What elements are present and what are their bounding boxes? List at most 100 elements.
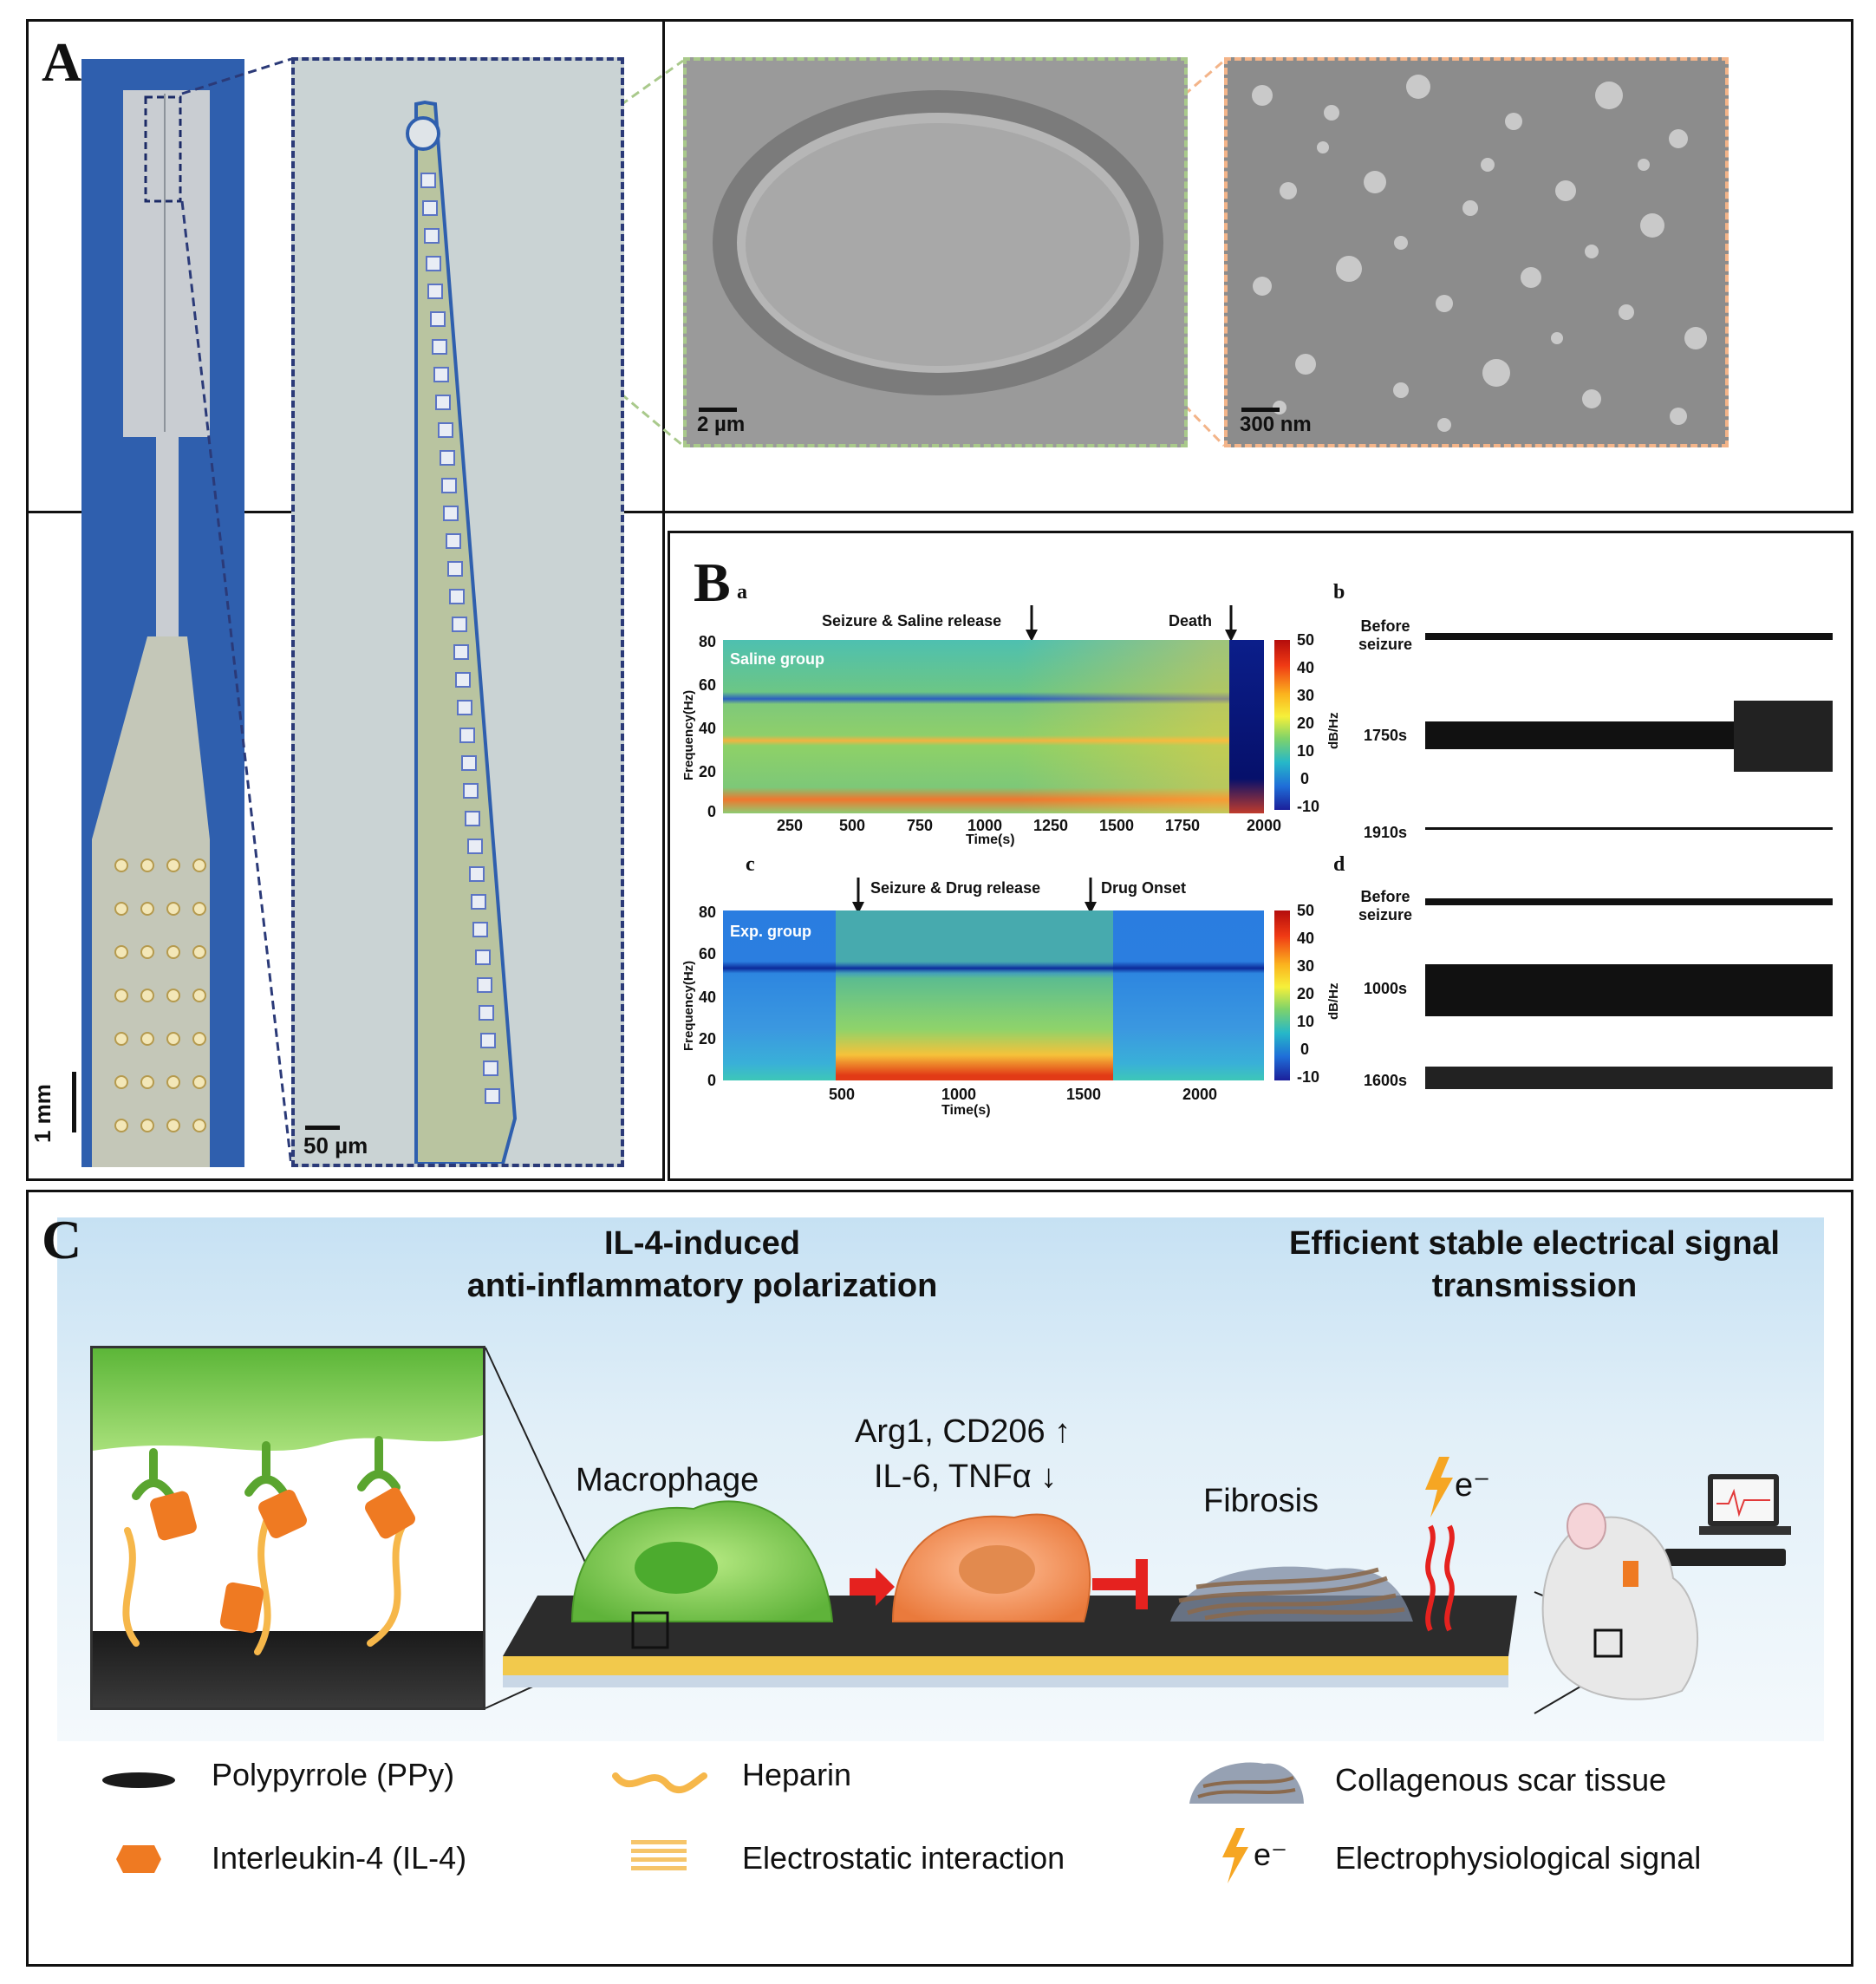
- sem-nano-drawing: [1252, 75, 1707, 432]
- top-xtick-500: 500: [839, 817, 866, 834]
- sem-electrode-drawing: [713, 90, 1163, 395]
- sem-electrode-frame: [683, 57, 1188, 447]
- bottom-xtick-1000: 1000: [941, 1086, 977, 1103]
- trace-d1-label: Before seizure: [1358, 888, 1413, 923]
- top-spectrogram: [723, 640, 1264, 813]
- scale-bar-50um: [305, 1126, 340, 1130]
- bottom-spec-xticks: 500 1000 1500 2000: [723, 1086, 1278, 1106]
- top-ytick-60: 60: [698, 676, 716, 694]
- top-xtick-1500: 1500: [1099, 817, 1135, 834]
- top-spec-group: Saline group: [730, 650, 825, 668]
- legend-ppy-swatch: [102, 1772, 175, 1788]
- electron-label-main: e⁻: [1455, 1467, 1491, 1504]
- bottom-ctick-minus10: -10: [1297, 1068, 1320, 1086]
- shank-drawing: [406, 100, 518, 1165]
- top-ytick-80: 80: [698, 633, 716, 650]
- legend-signal-symbol: e⁻: [1254, 1837, 1288, 1872]
- bottom-ytick-0: 0: [707, 1072, 716, 1089]
- top-ctick-minus10: -10: [1297, 798, 1320, 815]
- panel-b-sub-b: b: [1333, 581, 1345, 604]
- bottom-colorbar: [1274, 910, 1290, 1080]
- scale-bar-1mm: [72, 1072, 76, 1132]
- bottom-xtick-500: 500: [829, 1086, 856, 1103]
- legend-scar-swatch: [1189, 1762, 1304, 1804]
- macrophage-label: Macrophage: [576, 1462, 759, 1498]
- title-left-line1: IL-4-induced: [604, 1225, 800, 1262]
- polarization-arrow-icon: [850, 1568, 895, 1606]
- fibrosis-label: Fibrosis: [1203, 1483, 1319, 1519]
- bottom-spectrogram: [723, 910, 1264, 1080]
- title-right-line1: Efficient stable electrical signal: [1289, 1225, 1780, 1262]
- trace-d3-label: 1600s: [1363, 1072, 1408, 1089]
- top-colorbar: [1274, 640, 1290, 810]
- top-ytick-0: 0: [707, 803, 716, 820]
- scale-label-300nm: 300 nm: [1240, 413, 1312, 436]
- title-left-line2: anti-inflammatory polarization: [466, 1268, 938, 1305]
- top-spec-arrow2: [1225, 605, 1237, 642]
- bottom-spec-group: Exp. group: [730, 923, 811, 940]
- legend-signal-text: Electrophysiological signal: [1335, 1840, 1702, 1876]
- trace-d3: [1425, 1067, 1833, 1089]
- bottom-colorbar-ticks: 50 40 30 20 10 0 -10: [1297, 902, 1332, 1086]
- trace-d2-label: 1000s: [1363, 980, 1408, 997]
- scale-label-2um: 2 µm: [697, 413, 746, 436]
- top-spec-yticks: 80 60 40 20 0: [694, 633, 720, 820]
- panel-a-left-frame: [26, 19, 665, 1181]
- legend-heparin-swatch: [612, 1772, 707, 1794]
- top-xtick-2000: 2000: [1247, 817, 1282, 834]
- top-ytick-20: 20: [698, 763, 716, 780]
- top-xtick-1000: 1000: [967, 817, 1003, 834]
- scale-bar-2um: [699, 408, 737, 412]
- panel-b-sub-c: c: [746, 853, 755, 876]
- top-spec-annot1: Seizure & Saline release: [822, 612, 1002, 630]
- legend-heparin-text: Heparin: [742, 1757, 852, 1792]
- bottom-ctick-20: 20: [1297, 985, 1315, 1002]
- top-spec-xlabel: Time(s): [966, 832, 1015, 847]
- bottom-ytick-80: 80: [698, 904, 716, 921]
- panel-c-title-right: Efficient stable electrical signal trans…: [1231, 1223, 1838, 1309]
- bottom-spec-annot2: Drug Onset: [1101, 879, 1187, 897]
- panel-b-sub-d: d: [1333, 853, 1345, 876]
- shank-zoom-frame: [291, 57, 624, 1167]
- bottom-spec-burst: [836, 910, 1113, 1080]
- top-xtick-250: 250: [777, 817, 804, 834]
- bottom-spec-arrow1: [852, 878, 864, 914]
- top-ctick-40: 40: [1297, 659, 1315, 676]
- panel-c-title-left: IL-4-induced anti-inflammatory polarizat…: [381, 1223, 1023, 1309]
- legend-il4-text: Interleukin-4 (IL-4): [212, 1840, 467, 1876]
- inhibit-arrow-icon: [1092, 1559, 1148, 1609]
- top-ctick-10: 10: [1297, 742, 1315, 760]
- trace-b3-label: 1910s: [1363, 824, 1408, 841]
- top-xtick-1750: 1750: [1165, 817, 1201, 834]
- bottom-ctick-10: 10: [1297, 1013, 1315, 1030]
- top-spec-rightwash: [1018, 640, 1264, 813]
- top-ctick-50: 50: [1297, 631, 1315, 649]
- bottom-xtick-2000: 2000: [1182, 1086, 1218, 1103]
- markers-up-label: Arg1, CD206 ↑: [855, 1413, 1072, 1450]
- top-ctick-20: 20: [1297, 715, 1315, 732]
- top-ctick-0: 0: [1300, 770, 1310, 787]
- top-spec-xticks: 250 500 750 1000 1250 1500 1750 2000: [723, 817, 1282, 838]
- trace-b1-label: Before seizure: [1358, 617, 1413, 653]
- bottom-spec-annot1: Seizure & Drug release: [870, 879, 1041, 897]
- bottom-ytick-20: 20: [698, 1030, 716, 1047]
- top-colorbar-ticks: 50 40 30 20 10 0 -10: [1297, 631, 1332, 815]
- legend-lightning-icon: [1222, 1828, 1248, 1883]
- panel-c-letter: C: [42, 1209, 82, 1270]
- trace-b2-label: 1750s: [1363, 727, 1408, 744]
- legend-electrostatic-text: Electrostatic interaction: [742, 1840, 1065, 1876]
- scale-label-50um: 50 µm: [303, 1132, 368, 1158]
- inset-zoom-box: [90, 1346, 485, 1710]
- traces-b: [1425, 633, 1833, 830]
- panel-c-frame: [26, 1190, 1853, 1967]
- probe-overview-image: [81, 59, 244, 1167]
- legend-electrostatic-swatch: [631, 1840, 687, 1870]
- mouse-laptop-illustration: [1541, 1474, 1791, 1700]
- panel-a-letter: A: [42, 31, 82, 93]
- traces-d: [1425, 898, 1833, 1089]
- top-spec-annot2: Death: [1169, 612, 1213, 630]
- trace-b1: [1425, 633, 1833, 640]
- probe-overview-drawing: [92, 90, 210, 1167]
- scale-bar-300nm: [1241, 408, 1280, 412]
- bottom-spec-arrow2: [1085, 878, 1097, 914]
